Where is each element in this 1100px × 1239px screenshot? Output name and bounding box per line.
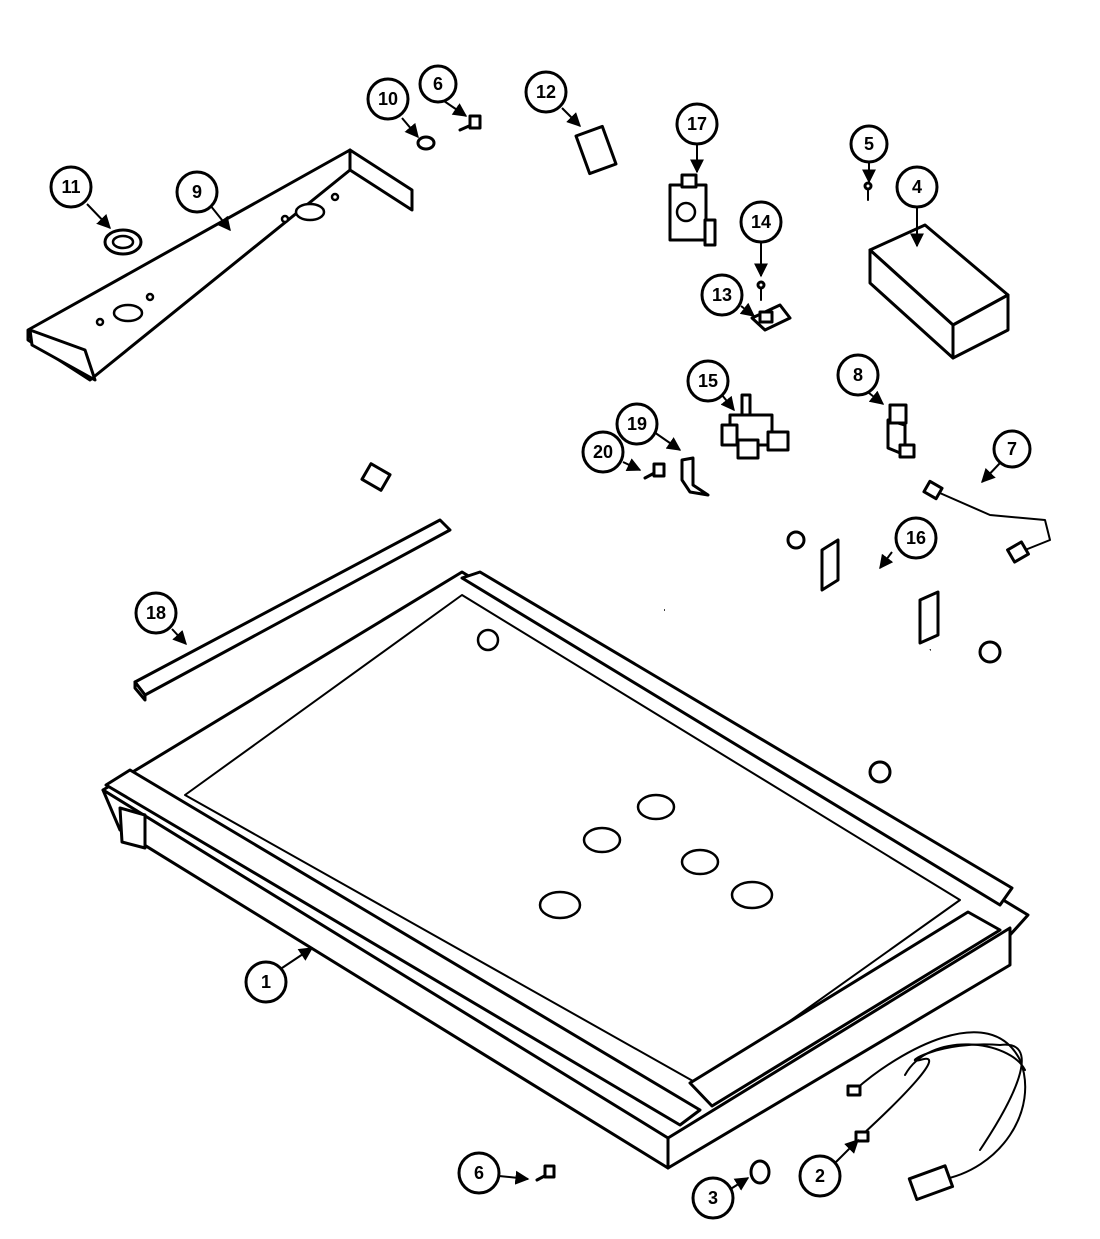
callout-label: 3 [708,1188,718,1208]
insulation-block [868,223,1010,360]
callout-7: 7 [992,429,1032,469]
callout-label: 9 [192,182,202,202]
callout-label: 4 [912,177,922,197]
screw-bottom [535,1164,556,1182]
callout-13: 13 [700,273,744,317]
screw-small [863,181,873,201]
gas-tube-small [922,479,1051,564]
screw-top [458,114,482,132]
callout-14: 14 [739,200,783,244]
callout-10: 10 [366,77,410,121]
callout-4: 4 [895,165,939,209]
callout-19: 19 [615,402,659,446]
callout-label: 13 [712,285,732,305]
ignition-switch [750,303,792,332]
callout-label: 12 [536,82,556,102]
callout-label: 7 [1007,439,1017,459]
sealing-ring [103,228,143,256]
callout-label: 16 [906,528,926,548]
callout-label: 5 [864,134,874,154]
callout-label: 8 [853,365,863,385]
callout-label: 11 [61,177,80,197]
callout-15: 15 [686,359,730,403]
screw-switch [756,280,766,301]
callout-18: 18 [134,591,178,635]
gas-valve [720,393,790,460]
screw-clip [643,462,666,480]
gas-regulator [668,173,717,247]
callout-label: 15 [698,371,718,391]
gas-manifold-tube [197,124,618,492]
trim-strip [133,518,452,702]
elbow-fitting [886,403,916,459]
callout-label: 19 [627,414,647,434]
callout-16: 16 [894,516,938,560]
leader-lines [86,100,1001,1191]
callout-1: 1 [244,960,288,1004]
callout-20: 20 [581,430,625,474]
callout-8: 8 [836,353,880,397]
callout-17: 17 [675,102,719,146]
burner-tube-assembly [664,530,1002,784]
mounting-bracket [26,148,414,382]
callout-label: 2 [815,1166,825,1186]
callout-12: 12 [524,70,568,114]
callout-6-bottom: 6 [457,1151,501,1195]
callout-label: 6 [474,1163,484,1183]
callout-5: 5 [849,124,889,164]
callout-2: 2 [798,1154,842,1198]
mounting-clip [680,456,710,497]
callout-label: 14 [751,212,771,232]
cooktop-pan [101,570,1030,1170]
callout-label: 20 [593,442,613,462]
callout-label: 17 [687,114,707,134]
callout-3: 3 [691,1176,735,1220]
power-cord [846,1031,1027,1201]
callout-6-top: 6 [418,64,458,104]
callout-9: 9 [175,170,219,214]
callout-label: 6 [433,74,443,94]
callout-11: 11 [49,165,93,209]
callout-label: 18 [146,603,166,623]
callout-label: 10 [378,89,398,109]
callout-label: 1 [261,972,271,992]
nut [416,135,436,151]
grommet [749,1159,771,1185]
